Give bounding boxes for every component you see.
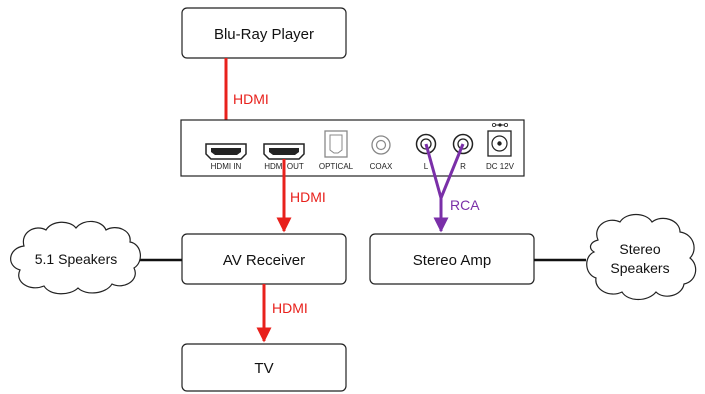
hdmi-in-label: HDMI IN [211, 162, 242, 171]
blu-ray-player-label: Blu-Ray Player [214, 26, 314, 43]
rca-label: RCA [450, 197, 480, 213]
hdmi-label-2: HDMI [290, 189, 326, 205]
tv-box: TV [181, 343, 347, 392]
stereo-speakers-label-line2: Speakers [610, 260, 669, 276]
hdmi-out-port-icon [263, 143, 305, 160]
stereo-speakers-cloud: Stereo Speakers [586, 213, 697, 301]
dc-power-label: DC 12V [486, 162, 515, 171]
stereo-amp-label: Stereo Amp [413, 252, 491, 269]
coax-label: COAX [370, 162, 393, 171]
optical-label: OPTICAL [319, 162, 354, 171]
rca-right-label: R [460, 162, 466, 171]
stereo-amp-box: Stereo Amp [369, 233, 535, 285]
rca-cable [424, 143, 465, 233]
hdmi-label-3: HDMI [272, 300, 308, 316]
speakers-51-label: 5.1 Speakers [35, 251, 118, 267]
tv-label: TV [254, 360, 273, 377]
speakers-51-cloud: 5.1 Speakers [10, 220, 141, 295]
av-receiver-box: AV Receiver [181, 233, 347, 285]
coax-port-icon [371, 135, 391, 155]
optical-port-icon [324, 130, 348, 158]
device-back-panel: HDMI IN HDMI OUT OPTICAL COAX L [180, 119, 525, 177]
av-receiver-label: AV Receiver [223, 252, 305, 269]
dc-power-port-icon [487, 123, 512, 157]
blu-ray-player-box: Blu-Ray Player [181, 7, 347, 59]
stereo-speakers-label-line1: Stereo [619, 241, 660, 257]
hdmi-label-1: HDMI [233, 91, 269, 107]
hdmi-in-port-icon [205, 143, 247, 160]
rca-left-label: L [424, 162, 429, 171]
